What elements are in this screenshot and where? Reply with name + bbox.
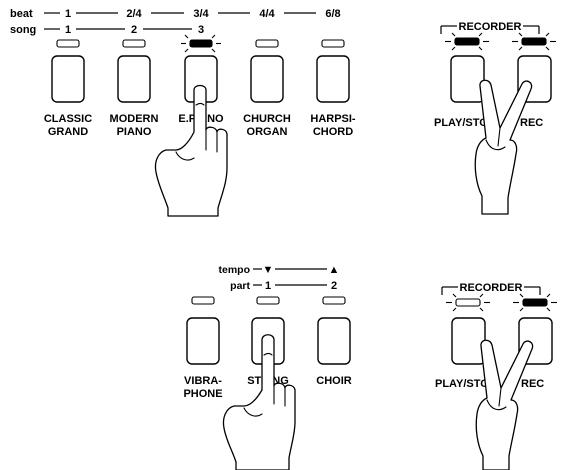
classic-grand-label-line1: CLASSIC [44, 113, 92, 125]
led-choir [322, 296, 346, 305]
led-classic-grand [56, 39, 80, 48]
classic-grand-button[interactable] [51, 55, 85, 103]
part-row-label: part [230, 280, 250, 292]
modern-piano-label-line1: MODERN [110, 113, 159, 125]
recorder-led-rays [445, 32, 556, 51]
led-string [256, 296, 280, 305]
church-organ-label-line2: ORGAN [247, 126, 288, 138]
choir-button[interactable] [317, 317, 351, 365]
choir-label: CHOIR [316, 375, 352, 387]
recorder-panel-2: RECORDER PLAY/STOP REC [435, 282, 557, 470]
beat-value-3-4: 3/4 [193, 8, 209, 20]
led-play-stop-lit [454, 37, 480, 46]
beat-value-2-4: 2/4 [126, 8, 142, 20]
tempo-row-label: tempo [219, 264, 251, 276]
led-vibraphone [191, 296, 215, 305]
song-row-label: song [10, 24, 36, 36]
modern-piano-label-line2: PIANO [117, 126, 152, 138]
rec-label: REC [520, 117, 543, 129]
led-harpsichord [321, 39, 345, 48]
pointing-hand-icon [222, 334, 296, 470]
play-stop-button[interactable] [451, 317, 486, 365]
rec-label: REC [521, 378, 544, 390]
led-e-piano-lit [189, 39, 213, 48]
song-value-3: 3 [198, 24, 204, 36]
harpsichord-button[interactable] [316, 55, 350, 103]
beat-value-4-4: 4/4 [259, 8, 275, 20]
vibraphone-label-line1: VIBRA- [184, 375, 222, 387]
voice-panel-1: beat song 1 2/4 3/4 4/4 6/8 1 2 3 [10, 8, 356, 217]
pointing-hand-icon [154, 84, 228, 217]
recorder-title: RECORDER [460, 282, 523, 294]
classic-grand-label-line2: GRAND [48, 126, 88, 138]
tempo-down-arrow-icon: ▼ [263, 264, 274, 276]
vibraphone-button[interactable] [186, 317, 220, 365]
led-church-organ [255, 39, 279, 48]
part-value-2: 2 [331, 280, 337, 292]
church-organ-label-line1: CHURCH [243, 113, 291, 125]
recorder-led-rays [446, 293, 557, 312]
two-finger-hand-icon [474, 79, 533, 215]
tempo-up-arrow-icon: ▲ [329, 264, 340, 276]
play-stop-label: PLAY/STOP [435, 378, 496, 390]
led-rec-lit [522, 298, 548, 307]
song-value-1: 1 [65, 24, 71, 36]
beat-row-label: beat [10, 8, 33, 20]
harpsichord-label-line2: CHORD [313, 126, 353, 138]
vibraphone-label-line2: PHONE [183, 388, 222, 400]
two-finger-hand-icon [475, 339, 534, 470]
church-organ-button[interactable] [250, 55, 284, 103]
led-modern-piano [122, 39, 146, 48]
beat-value-1: 1 [65, 8, 71, 20]
modern-piano-button[interactable] [117, 55, 151, 103]
harpsichord-label-line1: HARPSI- [310, 113, 356, 125]
play-stop-button[interactable] [450, 55, 485, 103]
led-play-stop [455, 298, 481, 307]
beat-value-6-8: 6/8 [325, 8, 340, 20]
recorder-title: RECORDER [459, 21, 522, 33]
led-blink-rays [181, 34, 221, 53]
led-rec-lit [521, 37, 547, 46]
voice-panel-2: tempo part ▼ ▲ 1 2 VIBRA- PHONE STRING C… [183, 264, 352, 470]
part-value-1: 1 [265, 280, 271, 292]
song-value-2: 2 [131, 24, 137, 36]
play-stop-label: PLAY/STOP [434, 117, 495, 129]
recorder-panel-1: RECORDER PLAY/STOP REC [434, 21, 556, 215]
